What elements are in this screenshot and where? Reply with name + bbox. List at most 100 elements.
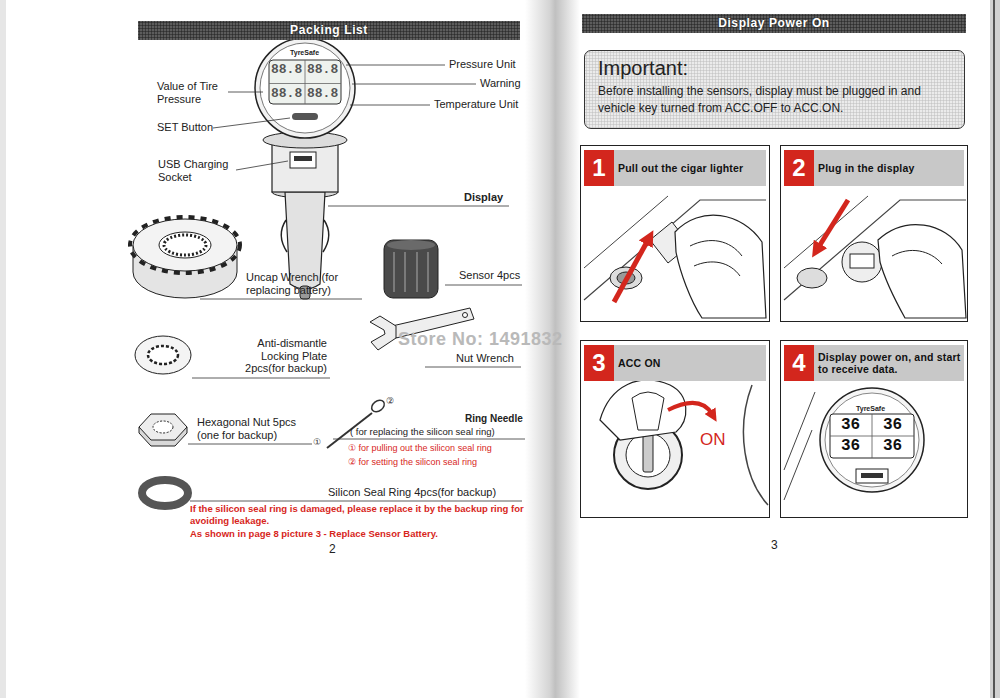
page-number: 2 [329,542,336,556]
step-caption: Pull out the cigar lighter [618,150,764,186]
step-number: 2 [784,150,814,186]
section-header-band: Packing List [138,21,520,40]
step-number-box: 3 [584,345,614,381]
brand-logo: TyreSafe [290,49,319,57]
step-panel: Pull out the cigar lighter1 [580,145,770,322]
section-title: Display Power On [582,14,966,33]
part-label: USB Charging Socket [158,158,248,183]
locking-plate-illustration [135,336,191,374]
ring-needle-illustration [327,398,387,448]
leader-line [200,299,362,300]
display-illustration [290,152,316,168]
leader-line [188,65,525,501]
usage-note: ② for setting the silicon seal ring [348,457,477,468]
leader-line [425,367,521,368]
part-label: Uncap Wrench (for replacing battery) [246,271,371,297]
lcd-digits: 88.8 [271,62,302,77]
lcd-digits: 36 [883,417,902,434]
notice-box: Important:Before installing the sensors,… [584,50,965,129]
step-caption: Display power on, and start to receive d… [818,345,964,381]
leader-line [188,444,312,445]
display-illustration [269,83,341,84]
nut-wrench-illustration [370,316,396,350]
uncap-wrench-illustration [133,219,237,271]
sensor-illustration [384,240,438,298]
sensor-illustration [404,252,406,292]
lcd-digits: 36 [883,438,902,455]
display-illustration [260,43,350,133]
locking-plate-illustration [148,346,178,364]
sensor-illustration [427,252,429,292]
section-title: Packing List [138,21,520,40]
hex-nut-illustration [139,414,187,446]
uncap-wrench-illustration [130,217,240,298]
page-fold [990,0,1000,698]
part-label: Ring Needle [465,413,523,425]
uncap-wrench-illustration [164,235,206,255]
step-number-box: 4 [784,345,814,381]
part-label: Anti-dismantle Locking Plate 2pcs(for ba… [227,337,327,375]
seal-ring-illustration [142,480,188,506]
display-illustration [281,220,287,252]
seal-ring-illustration [142,480,188,506]
ring-needle-illustration [369,398,386,414]
step-caption: Plug in the display [818,150,964,186]
leader-line [228,92,263,93]
page-fold [0,0,6,698]
lcd-digits: 88.8 [307,86,338,101]
leader-line [328,206,509,207]
warning-note: If the silicon seal ring is damaged, ple… [190,503,525,527]
part-label: Warning [480,77,521,90]
notice-body: Before installing the sensors, display m… [598,83,951,117]
step-panel: ACC ON3 [580,340,770,518]
leader-line [333,439,525,440]
display-illustration [305,60,306,104]
step-panel: Plug in the display2 [780,145,968,322]
display-illustration [292,113,318,120]
uncap-wrench-illustration [130,217,240,273]
section-header-band: Display Power On [582,14,966,33]
leader-line [445,285,522,286]
leader-line [192,378,330,379]
part-label: Hexagonal Nut 5pcs (one for backup) [197,416,312,442]
part-label: SET Button [157,121,213,134]
lcd-digits: 88.8 [271,86,302,101]
step-number: 4 [784,345,814,381]
part-label: Pressure Unit [449,58,516,71]
lcd-digits: 36 [841,438,860,455]
leader-line [213,118,290,128]
leader-line [352,84,476,85]
usage-note: ① for pulling out the silicon seal ring [348,443,492,454]
leader-line [350,105,430,106]
step-number-box: 2 [784,150,814,186]
step-number: 3 [584,345,614,381]
part-label: Nut Wrench [456,352,514,365]
step-number-box: 1 [584,150,614,186]
warning-note: As shown in page 8 picture 3 - Replace S… [190,528,438,540]
part-label: Value of Tire Pressure [157,80,237,105]
uncap-wrench-illustration [159,232,211,258]
sensor-illustration [393,252,395,292]
leader-line [346,65,445,66]
locking-plate-illustration [135,336,191,374]
callout-number: ② [386,396,394,406]
watermark: Store No: 1491832 [398,329,563,350]
step-number: 1 [584,150,614,186]
page-number: 3 [771,538,778,552]
display-illustration [269,60,341,104]
switch-label: ON [700,430,726,449]
leader-line [236,161,288,170]
display-illustration [255,38,355,299]
brand-logo: TyreSafe [856,405,885,413]
step-caption: ACC ON [618,345,764,381]
part-label: Temperature Unit [434,98,518,111]
hex-nut-illustration [139,414,187,440]
part-label: Silicon Seal Ring 4pcs(for backup) [328,486,496,499]
lcd-digits: 88.8 [307,62,338,77]
sensor-illustration [416,252,418,292]
display-illustration [255,38,355,138]
part-label: Sensor 4pcs [459,269,520,282]
page-fold [993,0,995,698]
